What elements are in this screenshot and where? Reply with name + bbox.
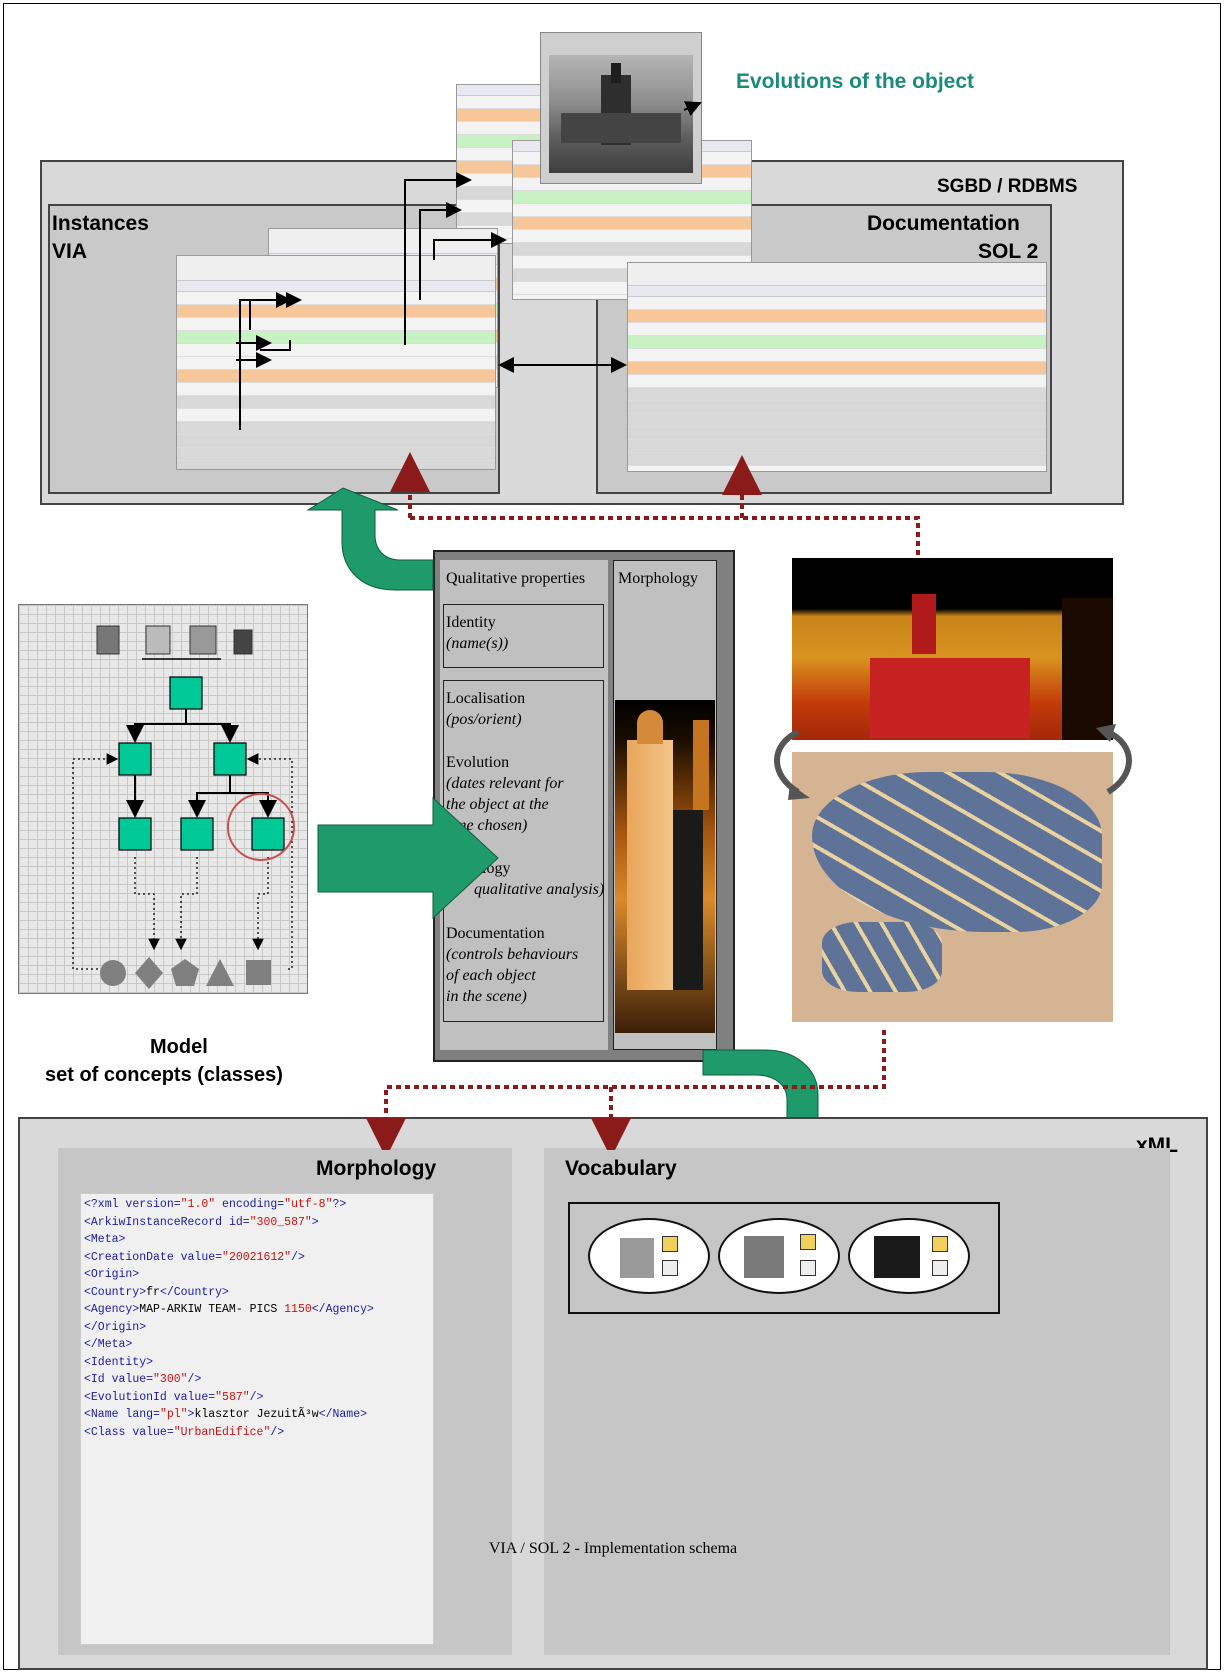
documentation-label-2: SOL 2 [978, 240, 1039, 263]
historical-photo [540, 32, 702, 184]
identity-box [443, 604, 604, 668]
xml-code-line: <Meta> [84, 1233, 126, 1246]
view-rotate-arrows [774, 724, 1132, 800]
image-icon [932, 1236, 948, 1252]
morphology-column-title: Morphology [618, 570, 698, 587]
documentation-sub-2: of each object [446, 967, 536, 984]
xml-code-line: </Meta> [84, 1338, 133, 1351]
identity-label: Identity [446, 614, 496, 631]
shape-symbols [100, 957, 271, 989]
xml-code-line: </Origin> [84, 1320, 147, 1334]
model-label-2: set of concepts (classes) [45, 1064, 283, 1086]
instances-label-1: Instances [52, 212, 149, 235]
green-arrow-right [317, 796, 499, 920]
image-icon [800, 1234, 816, 1250]
caption: VIA / SOL 2 - Implementation schema [488, 1540, 738, 1557]
xml-code-line: <Country>fr</Country> [84, 1285, 229, 1299]
classification-icons [96, 625, 253, 660]
xml-code-block [80, 1193, 434, 1645]
documentation-label-1: Documentation [867, 212, 1020, 235]
city-map-view [792, 752, 1113, 1022]
documentation-sub-3: in the scene) [446, 988, 527, 1005]
xml-code-line: <CreationDate value="20021612"/> [84, 1250, 305, 1264]
qualitative-column [440, 560, 608, 1050]
evolution-sub-1: (dates relevant for [446, 775, 564, 792]
xml-code-line: <Class value="UrbanEdifice"/> [84, 1425, 285, 1439]
xml-code-line: <EvolutionId value="587"/> [84, 1390, 264, 1404]
window-thumbnail-icon [620, 1238, 654, 1278]
roof-thumbnail-icon [744, 1236, 784, 1278]
document-icon [800, 1260, 816, 1276]
morphology-xml-title: Morphology [316, 1157, 437, 1180]
rdbms-label: SGBD / RDBMS [937, 176, 1078, 197]
typology-sub: qualitative analysis) [474, 881, 605, 898]
city-3d-view [792, 558, 1113, 740]
evolution-sub-2: the object at the [446, 796, 549, 813]
documentation-label: Documentation [446, 925, 545, 942]
morphology-render [615, 700, 715, 1033]
model-diagram [18, 604, 308, 994]
xml-code-line: <?xml version="1.0" encoding="utf-8"?> [84, 1198, 347, 1211]
xml-code-line: <Name lang="pl">klasztor JezuitÃ³w</Name… [84, 1408, 367, 1421]
xml-code-line: <Id value="300"/> [84, 1373, 202, 1386]
document-icon [662, 1260, 678, 1276]
model-tree-graph [72, 625, 295, 989]
ornament-thumbnail-icon [874, 1236, 920, 1278]
identity-sub: (name(s)) [446, 635, 509, 652]
xml-code-line: <Agency>MAP-ARKIW TEAM- PICS 1150</Agenc… [84, 1303, 374, 1316]
xml-code-line: <Identity> [84, 1355, 154, 1369]
instances-label-2: VIA [52, 240, 88, 263]
vocab-item-2[interactable] [718, 1218, 840, 1294]
vocabulary-title: Vocabulary [565, 1157, 677, 1180]
vocab-item-3[interactable] [848, 1218, 970, 1294]
document-icon [932, 1260, 948, 1276]
evolutions-title: Evolutions of the object [736, 70, 975, 93]
localisation-sub: (pos/orient) [446, 711, 522, 728]
xml-code-text: <?xml version="1.0" encoding="utf-8"?> <A… [84, 1196, 374, 1441]
xml-dotted-links [366, 1030, 886, 1150]
xml-code-line: <Origin> [84, 1268, 140, 1281]
qualitative-title: Qualitative properties [446, 570, 586, 587]
evolution-label: Evolution [446, 754, 510, 771]
model-label-1: Model [150, 1036, 208, 1058]
vocab-item-1[interactable] [588, 1218, 710, 1294]
localisation-label: Localisation [446, 690, 526, 707]
rdbms-arrows [236, 101, 920, 560]
xml-code-line: <ArkiwInstanceRecord id="300_587"> [84, 1215, 319, 1229]
vocabulary-frame [568, 1202, 1000, 1314]
green-arrow-up [306, 487, 434, 591]
image-icon [662, 1236, 678, 1252]
documentation-sub-1: (controls behaviours [446, 946, 579, 963]
